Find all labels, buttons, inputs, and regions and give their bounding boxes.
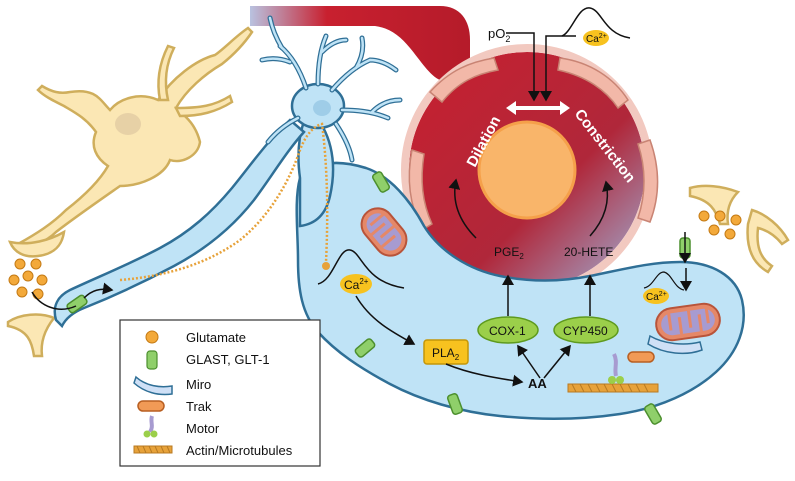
vessel-segment [250,6,470,81]
smooth-muscle-cell [428,57,499,104]
ca-label-right: Ca2+ [646,291,667,303]
ca-label-left: Ca2+ [344,277,369,292]
pge2-arrow [448,178,477,239]
dilation-arrowhead [506,101,516,115]
glutamate-icon [8,274,20,286]
ca-trace-top [561,7,631,39]
vessel-lumen [477,120,577,220]
legend-label-glast: GLAST, GLT-1 [186,352,270,367]
glutamate-icon [16,286,28,298]
ca-trace-left [317,249,405,289]
cox1-label: COX-1 [489,324,526,338]
pge2-label: PGE2 [494,245,524,261]
neuron-dendrite [157,44,176,102]
microtubule-track [119,122,329,282]
glast-icon [66,294,88,314]
legend-label-actin: Actin/Microtubules [186,443,293,458]
ca-trace-right [643,271,685,291]
pla2-label: PLA2 [432,346,460,362]
presynaptic-terminal-right [688,184,741,226]
aa-to-cox-arrow [517,344,541,379]
actin-filament [567,383,659,393]
pla2-to-aa-arrow [445,363,524,387]
ca-to-pla2-arrow [355,295,416,345]
hete-label: 20-HETE [564,245,613,259]
legend-label-glutamate: Glutamate [186,330,246,345]
glutamate-icon [698,210,710,222]
legend-label-miro: Miro [186,377,211,392]
trak-icon [627,351,655,363]
glutamate-icon [30,258,42,270]
presynaptic-terminal [7,229,66,258]
right-synapses [688,184,790,274]
neuron [6,26,254,358]
neuron-nucleus [115,113,141,135]
motor-icon [143,415,158,438]
glutamate-icon [730,214,742,226]
smooth-muscle-cell [637,139,659,223]
ca-label-top: Ca2+ [586,33,607,45]
glutamate-uptake-arrow [83,282,114,299]
legend-label-trak: Trak [186,399,212,414]
po2-arrow [506,32,540,102]
smooth-muscle-cell [557,57,629,110]
mitochondrion-left [360,207,408,257]
neuron-body [16,26,254,252]
trak-icon [137,400,165,412]
signaling-pathway: PLA2 AA COX-1 CYP450 PGE2 20-HETE [423,245,619,391]
cox1-enzyme [477,316,539,344]
miro-icon [647,334,703,355]
astrocyte-branches-fill [260,16,402,162]
mitochondrion-right [655,302,721,342]
cyp450-label: CYP450 [563,324,608,338]
postsynaptic-spine [6,313,57,358]
actin-icon [133,445,173,454]
cyp450-enzyme [553,316,619,344]
astrocyte-nucleus [313,100,331,116]
glutamate-icon [708,224,720,236]
glast-icon [644,403,662,425]
neuron-dendrite [173,94,234,118]
aa-label: AA [528,376,547,391]
hete-arrow [589,180,614,237]
constriction-arrowhead [560,101,570,115]
glast-icon [446,392,464,416]
ca-signal-left: Ca2+ [317,249,416,345]
po2-label: pO2 [488,26,510,44]
po2-input: pO2 Ca2+ [488,7,631,102]
aa-to-cyp-arrow [543,344,571,379]
glutamate-icon [724,228,736,240]
glutamate-icon [14,258,26,270]
glast-transporters [66,171,691,425]
motor-protein [608,353,624,384]
glast-icon [372,171,390,193]
ca-badge-left [340,274,372,294]
legend: Glutamate GLAST, GLT-1 Miro Trak Motor A… [119,319,321,467]
ca-signal-right: Ca2+ [643,271,685,304]
ca-arrow-top [540,35,576,102]
ca-badge-right [643,288,669,304]
miro-icon [133,375,173,396]
astrocyte-process [53,118,306,329]
glutamate-icon [145,330,159,344]
glutamate-icon [32,288,44,300]
glast-icon [146,350,158,370]
track-end [322,262,330,270]
glutamate-uptake-arrow [31,291,77,310]
glast-icon [354,338,376,358]
blood-vessel: Dilation Constriction [250,6,659,296]
glutamate-cluster-left [8,258,48,300]
glutamate-icon [714,210,726,222]
legend-label-motor: Motor [186,421,220,436]
ca-badge-top [583,30,609,46]
glutamate-icon [36,274,48,286]
glutamate-icon [22,270,34,282]
postsynaptic-spine-right [746,208,790,274]
